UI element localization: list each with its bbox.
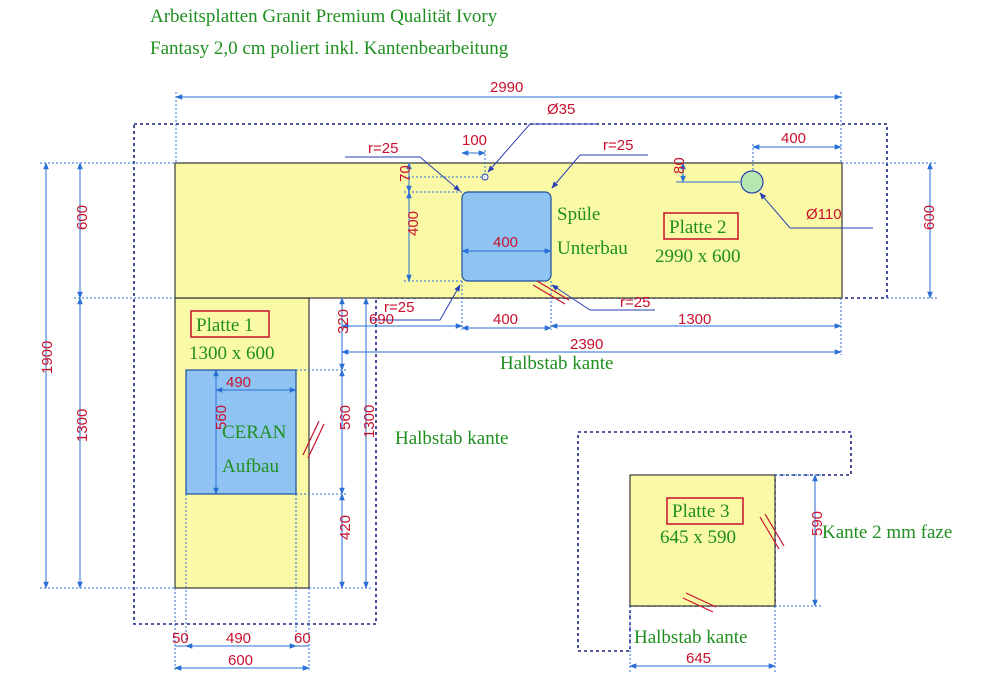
dim-hole-small: Ø35: [547, 101, 575, 118]
dim-sink-width: 400: [493, 234, 518, 251]
dim-radius-bl: r=25: [384, 299, 414, 316]
plate-2-size: 2990 x 600: [655, 246, 741, 267]
dim-bottom-50: 50: [172, 630, 189, 647]
dim-offset-70: 70: [397, 165, 414, 182]
dim-len-1300-right: 1300: [361, 405, 378, 438]
plate-1-label-box: [190, 310, 270, 338]
edge-label-middle: Halbstab kante: [395, 428, 508, 449]
dim-dist-2390: 2390: [570, 336, 603, 353]
title-line1: Arbeitsplatten Granit Premium Qualität I…: [150, 6, 498, 27]
dim-dist-400: 400: [493, 311, 518, 328]
dim-dist-420: 420: [337, 515, 354, 540]
plate-1-size: 1300 x 600: [189, 343, 275, 364]
dim-dist-690: 690: [369, 311, 394, 328]
dim-hole-large: Ø110: [806, 206, 842, 223]
edge-label-bottom: Halbstab kante: [634, 627, 747, 648]
plate-3-size: 645 x 590: [660, 527, 736, 548]
title-line2: Fantasy 2,0 cm poliert inkl. Kantenbearb…: [150, 38, 509, 59]
dim-offset-80: 80: [671, 157, 688, 174]
dim-bottom-60: 60: [294, 630, 311, 647]
dim-depth-left: 600: [74, 205, 91, 230]
edge-label-top: Halbstab kante: [500, 353, 613, 374]
plate-2-label-box: [663, 212, 739, 240]
dim-plate3-height: 590: [809, 511, 826, 536]
dim-dist-1300: 1300: [678, 311, 711, 328]
sink-label-1: Spüle: [557, 204, 600, 225]
dim-dist-560: 560: [337, 405, 354, 430]
plate-3-name: Platte 3: [672, 501, 730, 522]
outline-l-shape: [133, 123, 888, 625]
plate-1-name: Platte 1: [196, 315, 254, 336]
dim-radius-br: r=25: [620, 294, 650, 311]
dim-offset-400-top: 400: [781, 130, 806, 147]
dim-total-width: 2990: [490, 79, 523, 96]
sink-cutout: [461, 191, 552, 282]
dim-sink-height: 400: [405, 211, 422, 236]
dim-total-1900: 1900: [39, 341, 56, 374]
tap-hole-large: [740, 170, 764, 194]
dim-offset-100: 100: [462, 132, 487, 149]
dim-depth-right: 600: [921, 205, 938, 230]
plate-3-slab: [629, 474, 776, 607]
plate-3-label-box: [666, 497, 744, 525]
dim-radius-tr: r=25: [603, 137, 633, 154]
ceran-label-1: CERAN: [222, 422, 287, 443]
dim-dist-320: 320: [335, 309, 352, 334]
dim-ceran-width: 490: [226, 374, 251, 391]
dim-bottom-600: 600: [228, 652, 253, 669]
dim-ceran-height: 560: [213, 405, 230, 430]
ceran-label-2: Aufbau: [222, 456, 279, 477]
dim-bottom-490: 490: [226, 630, 251, 647]
dim-plate3-width: 645: [686, 650, 711, 667]
sink-label-2: Unterbau: [557, 238, 628, 259]
dim-radius-tl: r=25: [368, 140, 398, 157]
edge-label-plate3: Kante 2 mm faze: [822, 522, 952, 543]
plate-2-name: Platte 2: [669, 217, 727, 238]
dim-len-1300-left: 1300: [74, 409, 91, 442]
